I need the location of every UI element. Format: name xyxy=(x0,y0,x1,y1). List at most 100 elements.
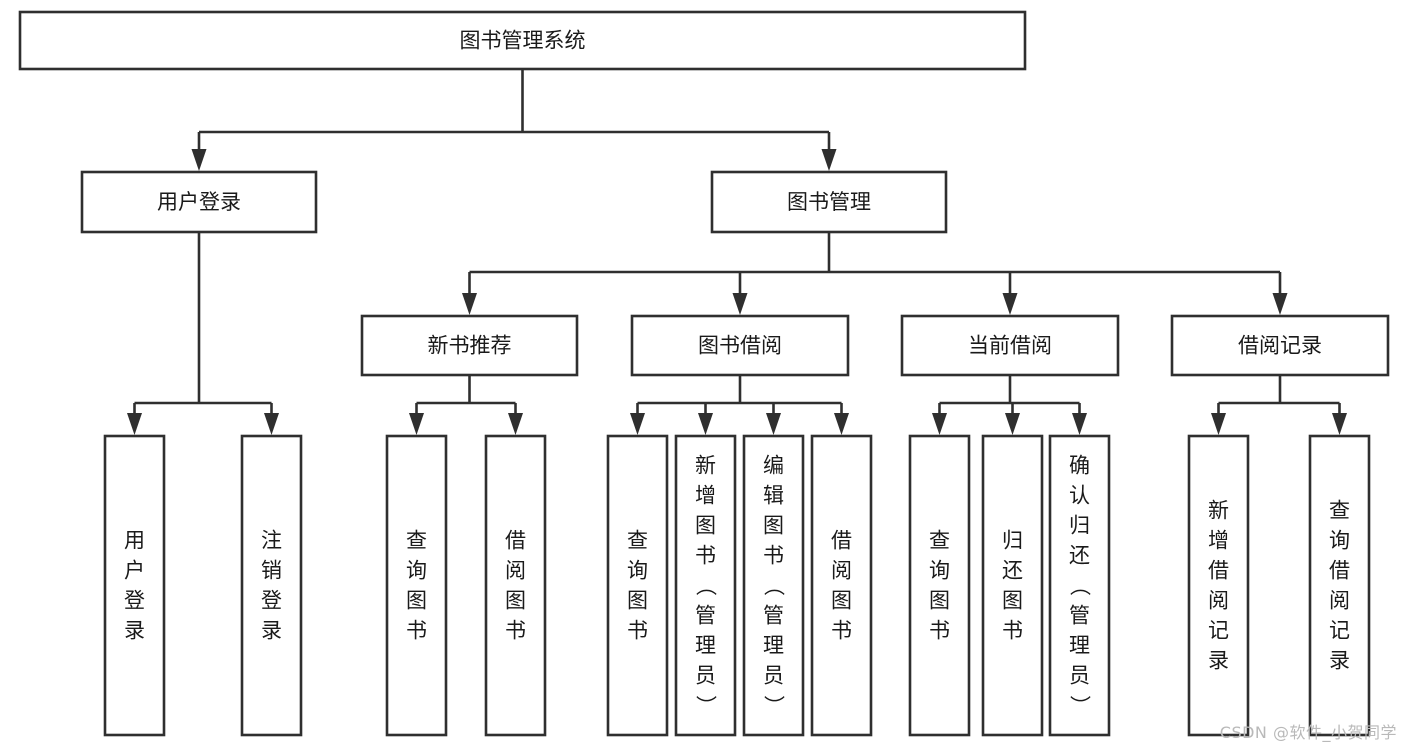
node-current-borrow[interactable]: 当前借阅 xyxy=(900,314,1120,377)
arrow-head-icon xyxy=(1211,413,1226,435)
svg-text:）: ） xyxy=(762,695,786,716)
arrow-head-icon xyxy=(409,413,424,435)
svg-text:用: 用 xyxy=(124,529,145,553)
svg-text:管: 管 xyxy=(1069,604,1090,628)
svg-text:登: 登 xyxy=(124,589,145,613)
svg-text:阅: 阅 xyxy=(505,559,526,583)
node-box-leaf-borrow-book-rec[interactable] xyxy=(484,434,547,737)
svg-text:记: 记 xyxy=(1329,619,1350,643)
svg-text:）: ） xyxy=(694,695,718,716)
arrow-head-icon xyxy=(1072,413,1087,435)
svg-text:还: 还 xyxy=(1002,559,1023,583)
node-label-user-login: 用户登录 xyxy=(157,190,241,214)
svg-text:归: 归 xyxy=(1069,514,1090,538)
arrow-head-icon xyxy=(1002,293,1018,315)
svg-text:认: 认 xyxy=(1069,484,1090,508)
node-box-leaf-query-book-cb[interactable] xyxy=(908,434,971,737)
svg-text:还: 还 xyxy=(1069,544,1090,568)
node-box-root[interactable] xyxy=(18,10,1027,71)
svg-text:管: 管 xyxy=(763,604,784,628)
node-root[interactable]: 图书管理系统 xyxy=(18,10,1027,71)
svg-text:（: （ xyxy=(1068,575,1092,596)
arrow-head-icon xyxy=(766,413,781,435)
svg-text:图: 图 xyxy=(627,589,648,613)
node-box-leaf-query-book-rec[interactable] xyxy=(385,434,448,737)
node-box-book-borrow[interactable] xyxy=(630,314,850,377)
svg-text:阅: 阅 xyxy=(1208,589,1229,613)
svg-text:查: 查 xyxy=(929,529,950,553)
svg-text:借: 借 xyxy=(1329,559,1350,583)
svg-text:户: 户 xyxy=(124,559,145,583)
svg-text:书: 书 xyxy=(763,544,784,568)
node-leaf-user-login[interactable]: 用户登录 xyxy=(103,434,166,737)
node-box-user-login[interactable] xyxy=(80,170,318,234)
svg-text:查: 查 xyxy=(627,529,648,553)
svg-text:录: 录 xyxy=(124,619,145,643)
node-box-book-manage[interactable] xyxy=(710,170,948,234)
svg-text:图: 图 xyxy=(406,589,427,613)
svg-text:理: 理 xyxy=(1069,634,1090,658)
svg-text:增: 增 xyxy=(695,484,716,508)
node-borrow-record[interactable]: 借阅记录 xyxy=(1170,314,1390,377)
node-box-leaf-add-record[interactable] xyxy=(1187,434,1250,737)
edge-group-book-borrow xyxy=(630,375,849,435)
svg-text:询: 询 xyxy=(1329,529,1350,553)
svg-text:销: 销 xyxy=(261,559,282,583)
node-box-leaf-user-login[interactable] xyxy=(103,434,166,737)
arrow-head-icon xyxy=(508,413,523,435)
svg-text:书: 书 xyxy=(1002,619,1023,643)
node-box-current-borrow[interactable] xyxy=(900,314,1120,377)
svg-text:书: 书 xyxy=(929,619,950,643)
node-book-borrow[interactable]: 图书借阅 xyxy=(630,314,850,377)
svg-text:员: 员 xyxy=(1069,664,1090,688)
node-box-leaf-user-logout[interactable] xyxy=(240,434,303,737)
node-box-leaf-confirm-return[interactable] xyxy=(1048,434,1111,737)
node-box-leaf-borrow-book-bb[interactable] xyxy=(810,434,873,737)
node-box-leaf-query-record[interactable] xyxy=(1308,434,1371,737)
node-label-root: 图书管理系统 xyxy=(460,29,586,53)
node-box-borrow-record[interactable] xyxy=(1170,314,1390,377)
svg-text:录: 录 xyxy=(1329,649,1350,673)
node-box-leaf-return-book[interactable] xyxy=(981,434,1044,737)
arrow-head-icon xyxy=(264,413,279,435)
svg-text:登: 登 xyxy=(261,589,282,613)
svg-text:员: 员 xyxy=(695,664,716,688)
node-new-book-rec[interactable]: 新书推荐 xyxy=(360,314,579,377)
svg-text:图: 图 xyxy=(1002,589,1023,613)
node-box-leaf-query-book-bb[interactable] xyxy=(606,434,669,737)
svg-text:录: 录 xyxy=(1208,649,1229,673)
node-user-login[interactable]: 用户登录 xyxy=(80,170,318,234)
node-book-manage[interactable]: 图书管理 xyxy=(710,170,948,234)
node-label-book-borrow: 图书借阅 xyxy=(698,334,782,358)
edge-group-book-manage xyxy=(462,232,1288,315)
svg-text:增: 增 xyxy=(1208,529,1229,553)
node-label-current-borrow: 当前借阅 xyxy=(968,334,1052,358)
svg-text:查: 查 xyxy=(406,529,427,553)
edge-group-current-borrow xyxy=(932,375,1087,435)
svg-text:）: ） xyxy=(1068,695,1092,716)
svg-text:（: （ xyxy=(762,575,786,596)
node-box-leaf-edit-book[interactable] xyxy=(742,434,805,737)
node-box-leaf-add-book[interactable] xyxy=(674,434,737,737)
node-box-new-book-rec[interactable] xyxy=(360,314,579,377)
